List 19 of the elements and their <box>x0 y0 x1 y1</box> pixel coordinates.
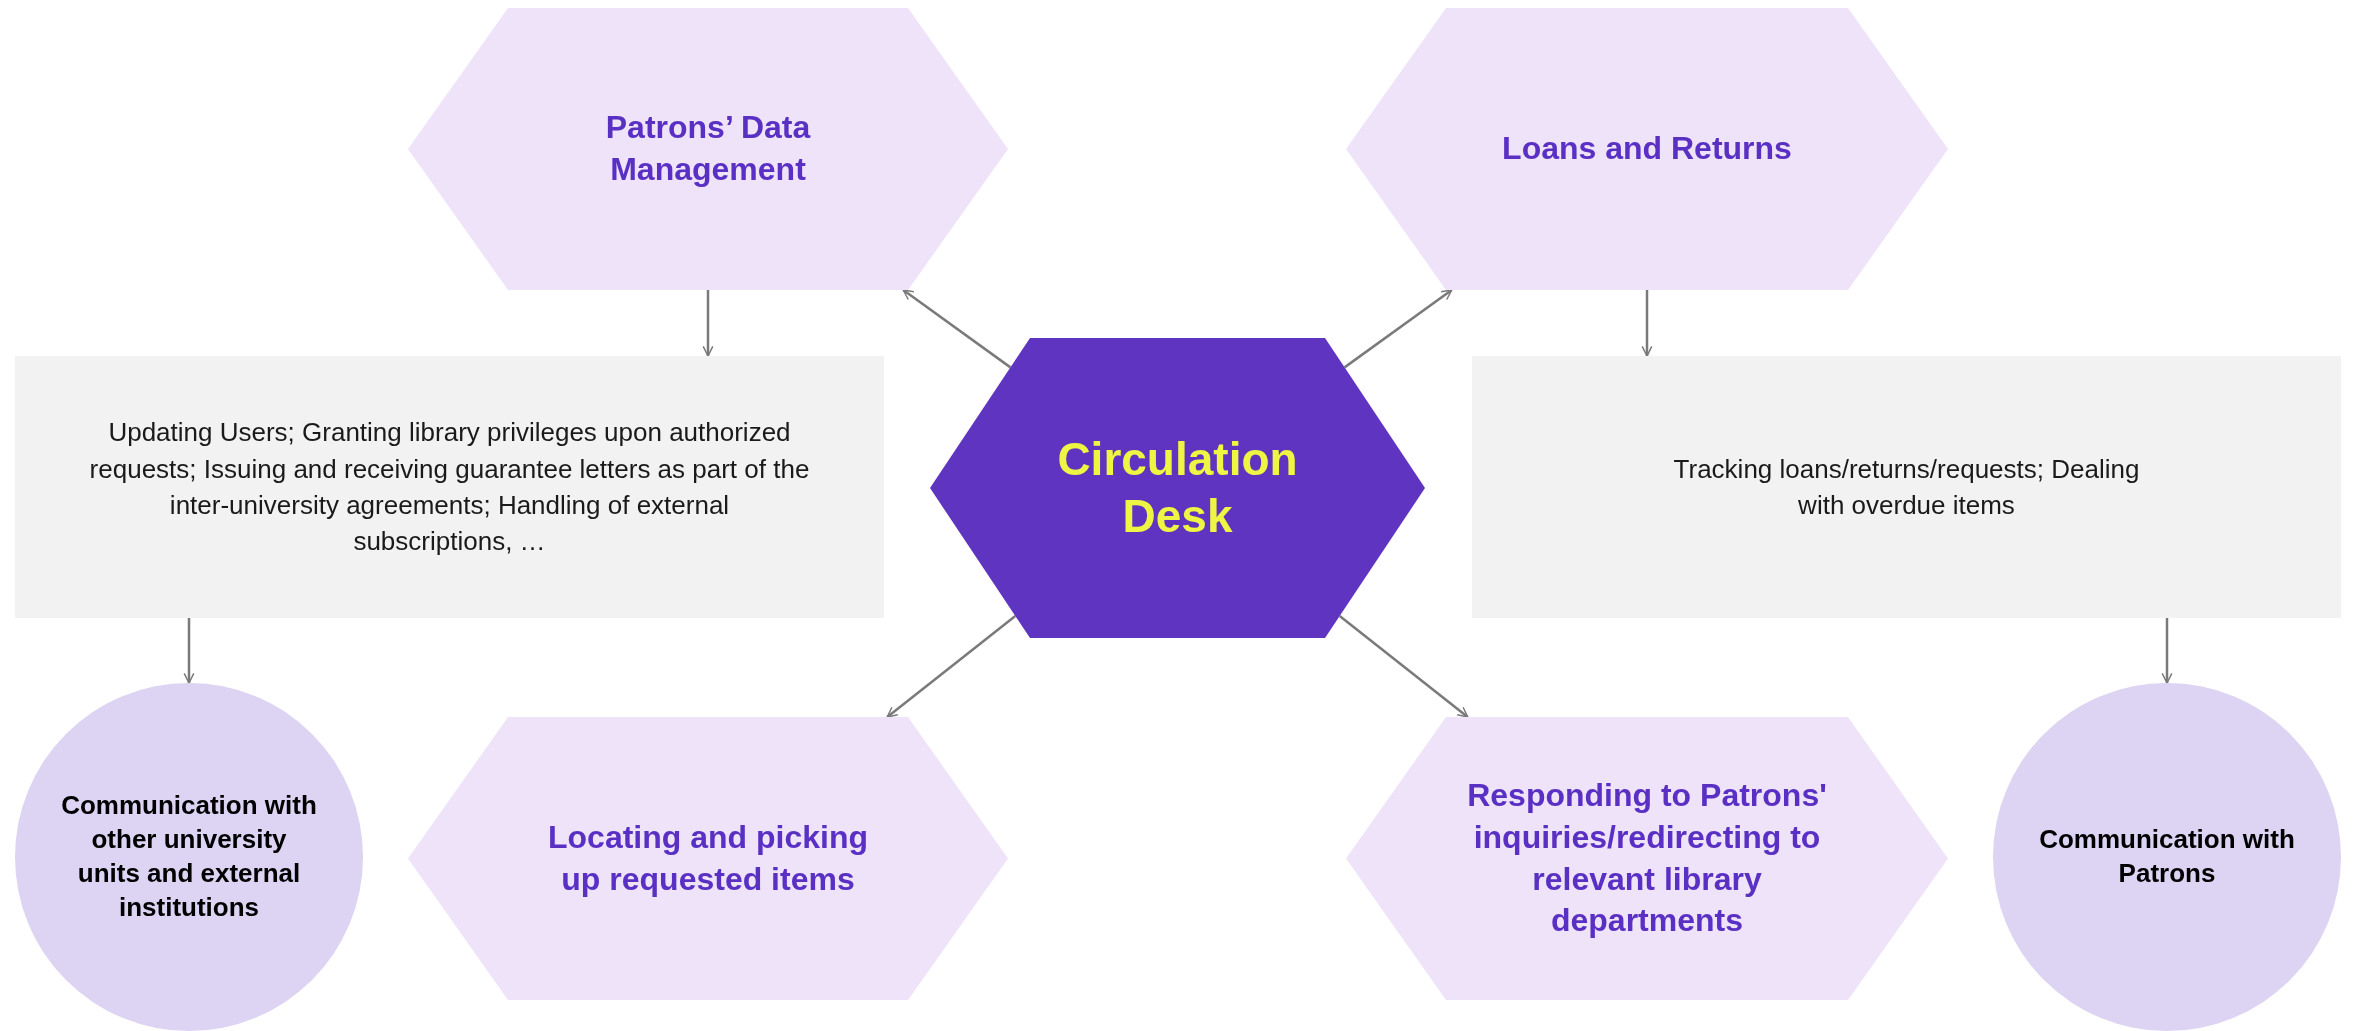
circle-label: Communication with Patrons <box>2038 823 2296 890</box>
description-text: Tracking loans/returns/requests; Dealing with overdue items <box>1672 452 2141 522</box>
description-box <box>15 356 884 618</box>
hexagon-label: Loans and Returns <box>1502 129 1792 169</box>
central-label: Circulation Desk <box>1056 431 1299 544</box>
arrow <box>2161 618 2173 684</box>
description-text: Updating Users; Granting library privileges upon authorized requests; Issuing and receiving guarantee letters as part of the inter-university agreements; Handling of external subscriptions, … <box>89 416 810 559</box>
description-box <box>1472 356 2341 618</box>
arrow <box>702 290 714 357</box>
circle-label: Communication with other university units and external institutions <box>60 789 318 924</box>
arrow <box>886 615 1017 718</box>
arrow <box>1641 290 1653 357</box>
arrow <box>1343 289 1453 369</box>
arrow <box>902 289 1012 369</box>
hexagon-label: Responding to Patrons' inquiries/redirecting to relevant library departments <box>1467 776 1827 941</box>
hexagon-label: Locating and picking up requested items <box>547 817 869 899</box>
arrow <box>1338 615 1469 718</box>
hexagon-label: Patrons’ Data Management <box>604 108 812 189</box>
arrow <box>183 618 195 684</box>
